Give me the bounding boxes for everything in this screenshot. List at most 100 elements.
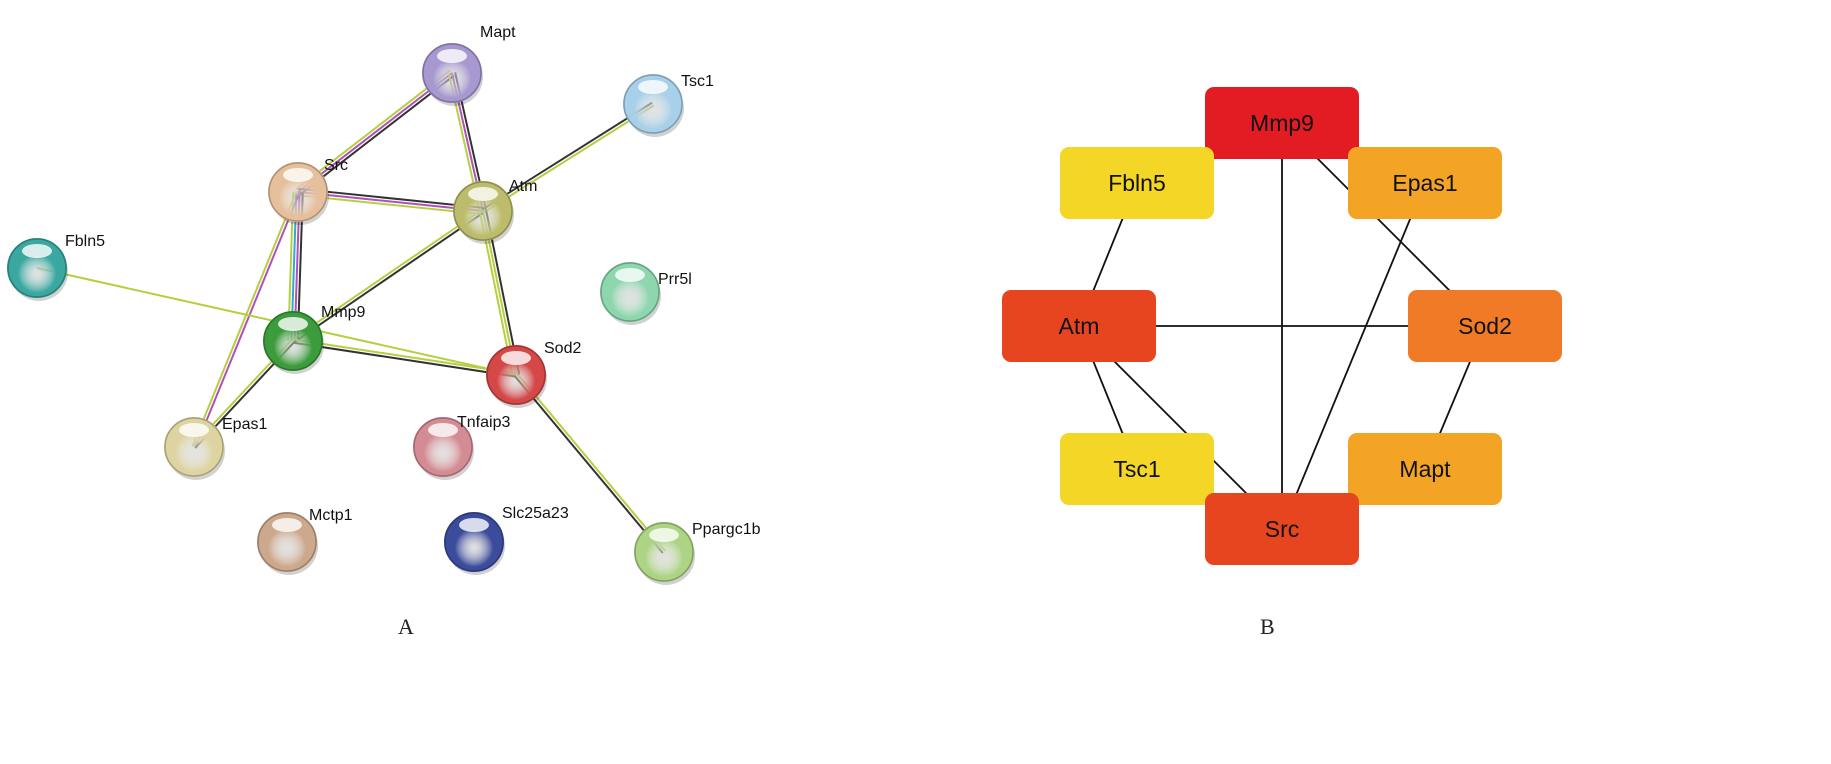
node-highlight bbox=[278, 317, 308, 331]
node-highlight bbox=[615, 268, 645, 282]
node-highlight bbox=[179, 423, 209, 437]
node-label: Ppargc1b bbox=[692, 521, 761, 538]
node-sphere bbox=[422, 43, 482, 103]
node-box bbox=[1348, 147, 1502, 219]
protein-node-fbln5[interactable]: Fbln5 bbox=[7, 233, 105, 301]
node-sphere bbox=[453, 181, 513, 241]
edge-tsc1-atm bbox=[481, 101, 655, 214]
protein-node-sod2[interactable]: Sod2 bbox=[486, 340, 581, 408]
node-outline bbox=[164, 417, 224, 477]
protein-node-mctp1[interactable]: Mctp1 bbox=[257, 507, 353, 575]
node-label: Prr5l bbox=[658, 271, 692, 288]
node-sphere bbox=[486, 345, 546, 405]
node-outline bbox=[634, 522, 694, 582]
node-sphere bbox=[623, 74, 683, 134]
node-label: Epas1 bbox=[1392, 170, 1457, 196]
evidence-line bbox=[297, 191, 484, 212]
evidence-line bbox=[299, 74, 455, 196]
hub-node-tsc1[interactable]: Tsc1 bbox=[1060, 433, 1214, 505]
evidence-line bbox=[291, 208, 483, 341]
hub-node-src[interactable]: Src bbox=[1205, 493, 1359, 565]
node-highlight bbox=[638, 80, 668, 94]
evidence-line bbox=[194, 192, 301, 448]
node-box bbox=[1002, 290, 1156, 362]
node-sphere bbox=[444, 512, 504, 572]
edge-mapt-src bbox=[295, 69, 455, 196]
node-outline bbox=[257, 512, 317, 572]
protein-node-prr5l[interactable]: Prr5l bbox=[600, 262, 692, 325]
protein-node-src[interactable]: Src bbox=[268, 157, 348, 225]
node-box bbox=[1060, 433, 1214, 505]
node-label: Epas1 bbox=[222, 416, 267, 433]
node-outline bbox=[7, 238, 67, 298]
evidence-line bbox=[295, 69, 451, 191]
panel-a-label: A bbox=[398, 614, 414, 639]
protein-node-epas1[interactable]: Epas1 bbox=[164, 416, 267, 480]
evidence-line bbox=[191, 191, 298, 447]
panel-b-label: B bbox=[1260, 614, 1275, 639]
node-box bbox=[1348, 433, 1502, 505]
protein-node-mmp9[interactable]: Mmp9 bbox=[263, 304, 366, 374]
node-sphere bbox=[164, 417, 224, 477]
node-highlight bbox=[468, 187, 498, 201]
evidence-line bbox=[297, 72, 453, 193]
node-highlight bbox=[272, 518, 302, 532]
node-label: Src bbox=[1265, 516, 1300, 542]
node-sphere bbox=[600, 262, 660, 322]
hub-node-mapt[interactable]: Mapt bbox=[1348, 433, 1502, 505]
node-sphere bbox=[268, 162, 328, 222]
hub-node-epas1[interactable]: Epas1 bbox=[1348, 147, 1502, 219]
edge-atm-mmp9 bbox=[291, 208, 485, 344]
node-label: Fbln5 bbox=[65, 233, 105, 250]
node-label: Fbln5 bbox=[1108, 170, 1166, 196]
node-highlight bbox=[428, 423, 458, 437]
evidence-line bbox=[293, 211, 485, 344]
hub-node-atm[interactable]: Atm bbox=[1002, 290, 1156, 362]
evidence-line bbox=[298, 187, 484, 209]
evidence-line bbox=[516, 373, 666, 552]
protein-node-atm[interactable]: Atm bbox=[453, 178, 537, 244]
node-label: Mmp9 bbox=[321, 304, 366, 321]
edge-sod2-ppargc1b bbox=[514, 373, 666, 554]
node-sphere bbox=[634, 522, 694, 582]
edge-epas1-src bbox=[1281, 182, 1426, 530]
node-outline bbox=[268, 162, 328, 222]
node-outline bbox=[444, 512, 504, 572]
protein-node-tsc1[interactable]: Tsc1 bbox=[623, 73, 714, 137]
edge-src-atm bbox=[297, 187, 484, 216]
node-highlight bbox=[22, 244, 52, 258]
node-highlight bbox=[649, 528, 679, 542]
node-outline bbox=[453, 181, 513, 241]
node-box bbox=[1408, 290, 1562, 362]
edge-mmp9-sod2 bbox=[292, 338, 517, 378]
evidence-line bbox=[292, 341, 516, 378]
node-label: Sod2 bbox=[544, 340, 581, 357]
node-box bbox=[1060, 147, 1214, 219]
evidence-line bbox=[514, 375, 664, 554]
protein-node-mapt[interactable]: Mapt bbox=[422, 24, 516, 106]
protein-node-slc25a23[interactable]: Slc25a23 bbox=[444, 505, 569, 575]
evidence-line bbox=[483, 104, 655, 214]
node-box bbox=[1205, 87, 1359, 159]
evidence-line bbox=[297, 194, 483, 216]
node-outline bbox=[623, 74, 683, 134]
protein-node-ppargc1b[interactable]: Ppargc1b bbox=[634, 521, 761, 585]
node-label: Tsc1 bbox=[681, 73, 714, 90]
node-sphere bbox=[263, 311, 323, 371]
evidence-line bbox=[293, 338, 517, 375]
hub-node-sod2[interactable]: Sod2 bbox=[1408, 290, 1562, 362]
node-label: Sod2 bbox=[1458, 313, 1512, 339]
node-outline bbox=[486, 345, 546, 405]
hub-node-mmp9[interactable]: Mmp9 bbox=[1205, 87, 1359, 159]
node-sphere bbox=[257, 512, 317, 572]
node-label: Src bbox=[324, 157, 348, 174]
node-box bbox=[1205, 493, 1359, 565]
node-highlight bbox=[501, 351, 531, 365]
node-outline bbox=[263, 311, 323, 371]
hub-node-fbln5[interactable]: Fbln5 bbox=[1060, 147, 1214, 219]
node-label: Mapt bbox=[480, 24, 516, 41]
protein-node-tnfaip3[interactable]: Tnfaip3 bbox=[413, 414, 510, 480]
